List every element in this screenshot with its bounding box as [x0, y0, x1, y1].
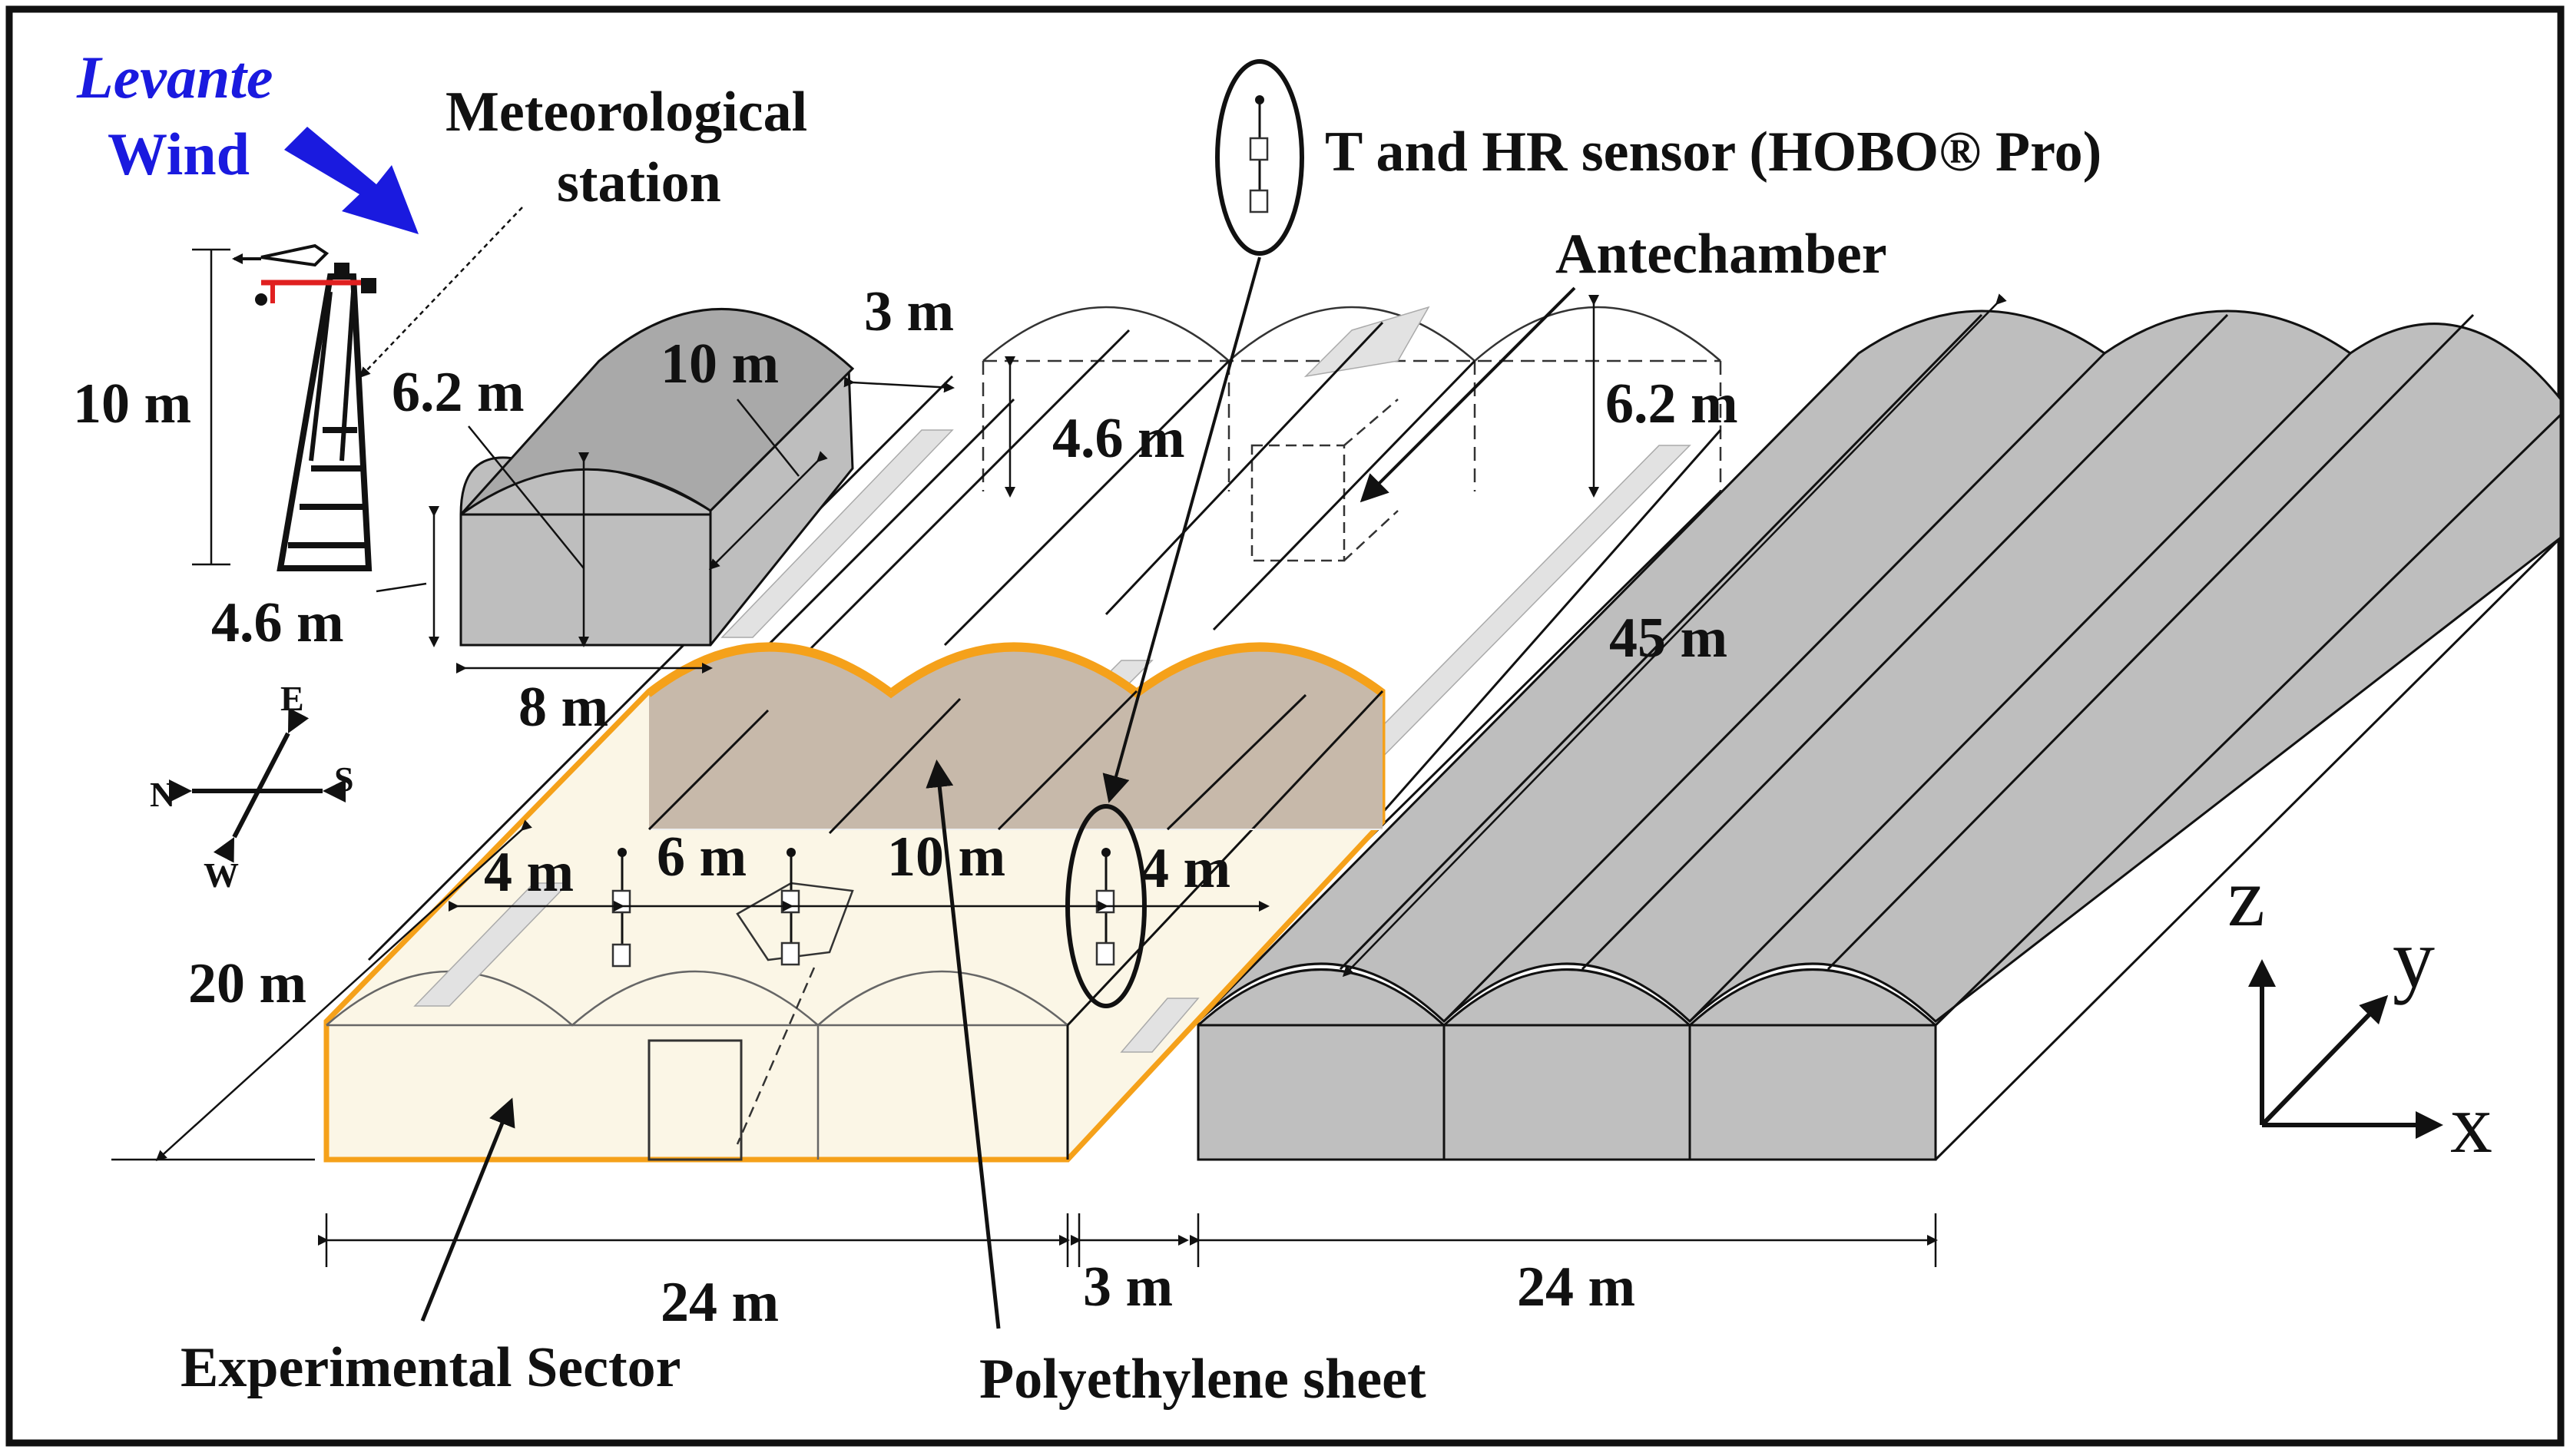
center-ridge-height-label: 6.2 m: [1605, 372, 1738, 435]
axis-y-label: y: [2393, 912, 2435, 1005]
axis-y-line: [2260, 994, 2389, 1127]
coordinate-axes: [2248, 959, 2443, 1139]
station-sensor-dot: [255, 293, 267, 306]
dim-gap-top: [843, 376, 955, 393]
station-tower-brace: [309, 291, 333, 462]
compass-west: W: [204, 855, 239, 895]
experimental-sector-diagonal: [647, 709, 770, 831]
dim-center-length: [1342, 293, 2007, 978]
station-anemometer: [260, 243, 330, 267]
greenhouse-right-side-line: [1934, 536, 2562, 1161]
experimental-sector-diagonal: [997, 690, 1138, 831]
dim-small-ridge-leader: [468, 425, 585, 569]
top-gap-label: 3 m: [864, 280, 954, 343]
sensor-box: [611, 889, 631, 914]
sensor-box: [780, 941, 800, 966]
right-width-label: 24 m: [1517, 1256, 1635, 1319]
experimental-sector-diagonal: [828, 697, 962, 835]
es-label: Experimental Sector: [180, 1336, 681, 1399]
greenhouse-center-long-line: [797, 329, 1131, 662]
antechamber-label: Antechamber: [1555, 223, 1887, 286]
compass-north: N: [150, 775, 175, 814]
small-ridge-height-label: 6.2 m: [392, 361, 525, 424]
greenhouse-right-front: [1197, 968, 1937, 1161]
dim-station-leader: [359, 207, 523, 379]
experimental-sector-leader-arrow: [420, 1097, 515, 1322]
axis-z-label: z: [2227, 850, 2265, 944]
small-eave-height-label: 4.6 m: [211, 591, 344, 654]
sensor-tip: [1101, 848, 1111, 857]
experimental-sector-inner-line: [1066, 690, 1384, 1027]
es-spacing-3-label: 10 m: [887, 826, 1005, 888]
sensor-box: [1249, 189, 1269, 213]
es-width-label: 24 m: [661, 1271, 779, 1334]
compass-south: S: [334, 759, 354, 799]
station-label-line1: Meteorological: [445, 81, 807, 144]
sensor-box: [780, 889, 800, 914]
station-sensor-block: [361, 278, 376, 293]
dimension-lines: [111, 207, 2007, 1267]
compass-east: E: [280, 679, 304, 718]
es-length-label: 20 m: [188, 952, 306, 1015]
sensor-box: [1249, 137, 1269, 161]
dim-small-length: [708, 451, 828, 571]
es-spacing-1-label: 4 m: [484, 841, 574, 904]
sensor-box: [611, 943, 631, 968]
axis-x-label: x: [2450, 1077, 2492, 1170]
station-height-label: 10 m: [73, 372, 191, 435]
station-tower-brace: [339, 291, 356, 462]
sensor-pointer-arrow: [1102, 256, 1261, 803]
polyethylene-leader-arrow: [926, 759, 1001, 1329]
greenhouse-center-long-line: [1105, 321, 1384, 616]
dim-es-length: [155, 819, 532, 1162]
es-spacing-2-label: 6 m: [657, 826, 747, 888]
center-length-label: 45 m: [1609, 607, 1727, 670]
sensor-box: [1095, 941, 1115, 966]
station-sensor-block: [334, 263, 349, 278]
experimental-sector-diagonal: [1166, 693, 1307, 831]
meteorological-station: [232, 243, 376, 571]
sensor-legend-label: T and HR sensor (HOBO® Pro): [1325, 121, 2101, 184]
sensor-tip: [787, 848, 796, 857]
wind-arrow: [284, 127, 419, 234]
polyethylene-sheet-surface: [649, 691, 1383, 829]
sensor-tip: [618, 848, 627, 857]
experimental-sector-door: [647, 1039, 743, 1161]
sensor-box: [1095, 889, 1115, 914]
compass: [169, 707, 346, 863]
small-width-label: 8 m: [518, 676, 608, 739]
experimental-sector-antechamber: [736, 882, 854, 961]
greenhouse-right-side-line: [1934, 413, 2562, 1027]
sensor-tip: [1255, 95, 1264, 104]
center-eave-height-label: 4.6 m: [1052, 407, 1185, 470]
station-label-line2: station: [557, 151, 721, 214]
polyethylene-sheet-arches: [647, 646, 1385, 699]
sensor-legend-ellipse: [1215, 59, 1304, 256]
polyethylene-label: Polyethylene sheet: [979, 1348, 1426, 1411]
experimental-sector-inner-line: [736, 967, 816, 1145]
small-length-label: 10 m: [661, 333, 779, 395]
es-spacing-4-label: 4 m: [1141, 837, 1230, 900]
dim-small-eave-leader: [376, 582, 427, 593]
experimental-sector-vent: [1120, 998, 1200, 1053]
wind-label-line2: Wind: [108, 121, 250, 187]
wind-label-line1: Levante: [76, 44, 273, 111]
bottom-gap-label: 3 m: [1083, 1256, 1173, 1319]
dim-small-length-leader: [737, 399, 800, 477]
greenhouse-center-long-line: [943, 359, 1230, 647]
antechamber-box: [1250, 444, 1346, 562]
